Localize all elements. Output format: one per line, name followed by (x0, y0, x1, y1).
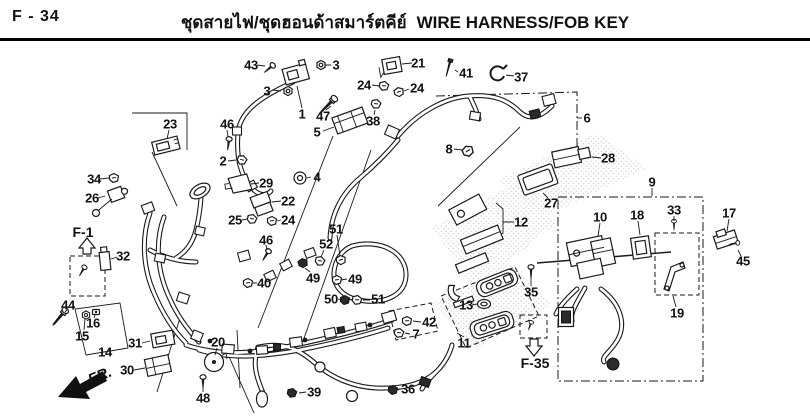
fr-direction-arrow (58, 371, 107, 399)
part-callout-21: 21 (411, 55, 425, 71)
part-callout-26: 26 (85, 190, 99, 206)
part-callout-25: 25 (228, 212, 242, 228)
part-callout-4: 4 (313, 169, 321, 185)
part-callout-28: 28 (601, 150, 615, 166)
part-callout-50: 50 (324, 291, 338, 307)
part-callout-14: 14 (98, 344, 112, 360)
part-callout-33: 33 (667, 202, 681, 218)
part-callout-22: 22 (281, 193, 295, 209)
part-callout-37: 37 (514, 69, 528, 85)
part-callout-29: 29 (259, 175, 273, 191)
part-callout-36: 36 (401, 381, 415, 397)
part-callout-12: 12 (514, 214, 528, 230)
page-title-en: WIRE HARNESS/FOB KEY (416, 13, 630, 32)
ref-label-f35: F-35 (520, 355, 550, 371)
part-callout-44: 44 (61, 297, 75, 313)
part-callout-49: 49 (306, 270, 320, 286)
part-callout-31: 31 (128, 335, 142, 351)
part-callout-24: 24 (410, 80, 424, 96)
part-callout-40: 40 (257, 275, 271, 291)
part-callout-23: 23 (163, 116, 177, 132)
part-callout-3: 3 (263, 83, 271, 99)
part-callout-24: 24 (281, 212, 295, 228)
part-callout-8: 8 (445, 141, 453, 157)
page-header: F - 34 ชุดสายไฟ/ชุดฮอนด้าสมาร์ตคีย์ WIRE … (0, 0, 810, 40)
part-callout-13: 13 (459, 297, 473, 313)
header-rule (0, 38, 810, 41)
part-callout-51: 51 (371, 291, 385, 307)
part-callout-45: 45 (736, 253, 750, 269)
part-callout-19: 19 (670, 305, 684, 321)
page-title: ชุดสายไฟ/ชุดฮอนด้าสมาร์ตคีย์ WIRE HARNESS… (0, 9, 810, 36)
part-callout-52: 52 (319, 236, 333, 252)
part-callout-49: 49 (348, 271, 362, 287)
f35-down-arrow (524, 338, 544, 357)
part-callout-35: 35 (524, 284, 538, 300)
part-callout-2: 2 (219, 153, 227, 169)
part-callout-10: 10 (593, 209, 607, 225)
part-callout-3: 3 (332, 57, 340, 73)
part-callout-38: 38 (366, 113, 380, 129)
part-callout-41: 41 (459, 65, 473, 81)
reference-arrows (58, 237, 544, 399)
ref-label-f1: F-1 (72, 224, 94, 240)
part-callout-34: 34 (87, 171, 101, 187)
leader-lines (64, 62, 742, 394)
part-callout-6: 6 (583, 110, 591, 126)
part-callout-42: 42 (422, 314, 436, 330)
part-callout-32: 32 (116, 248, 130, 264)
part-callout-43: 43 (244, 57, 258, 73)
page-code: F - 34 (12, 8, 60, 25)
part-callout-46: 46 (259, 232, 273, 248)
part-callout-17: 17 (722, 205, 736, 221)
part-callout-20: 20 (211, 334, 225, 350)
part-icons (49, 55, 741, 399)
part-callout-1: 1 (298, 106, 306, 122)
part-callout-16: 16 (86, 315, 100, 331)
part-callout-30: 30 (120, 362, 134, 378)
part-callout-24: 24 (357, 77, 371, 93)
part-callout-11: 11 (457, 335, 471, 351)
part-callout-7: 7 (412, 326, 420, 342)
part-callout-27: 27 (544, 195, 558, 211)
part-callout-9: 9 (648, 174, 656, 190)
part-callout-15: 15 (75, 328, 89, 344)
part-callout-5: 5 (313, 124, 321, 140)
part-callout-47: 47 (316, 108, 330, 124)
part-callout-39: 39 (307, 384, 321, 400)
page-title-thai: ชุดสายไฟ/ชุดฮอนด้าสมาร์ตคีย์ (180, 13, 407, 32)
part-callout-18: 18 (630, 207, 644, 223)
part-callout-48: 48 (196, 390, 210, 406)
part-callout-51: 51 (329, 221, 343, 237)
part-callout-46: 46 (220, 116, 234, 132)
f1-up-arrow (77, 237, 97, 255)
